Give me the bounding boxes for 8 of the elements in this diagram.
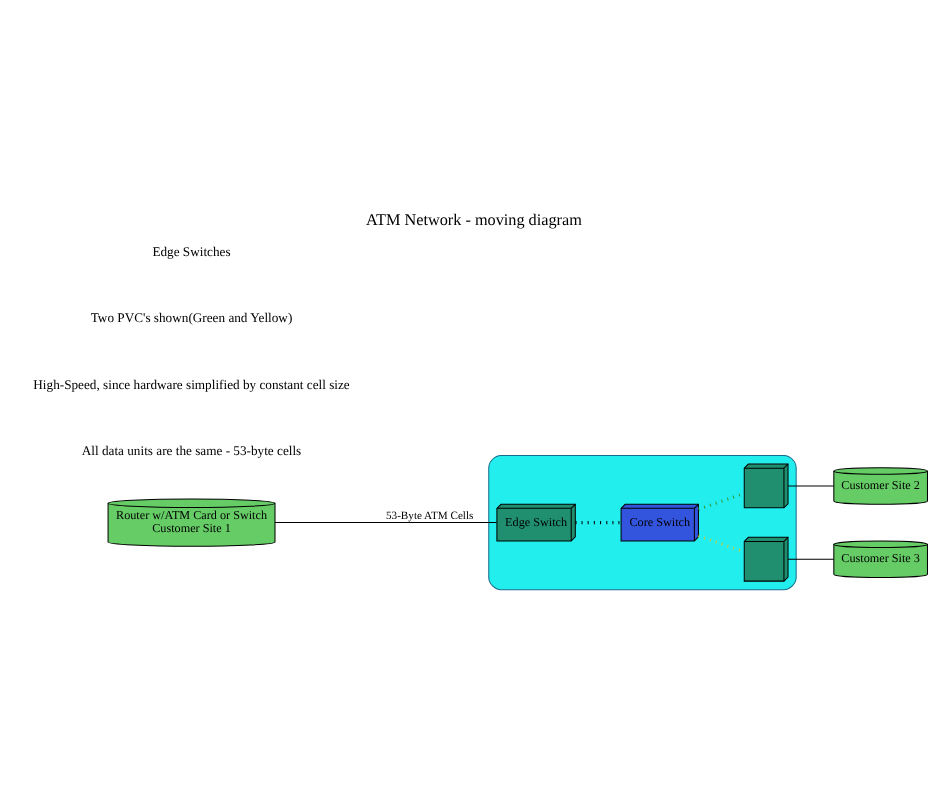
connector — [697, 490, 745, 510]
connector — [575, 520, 621, 524]
diagram-title: ATM Network - moving diagram — [366, 210, 582, 229]
cluster — [488, 453, 797, 590]
connector — [274, 521, 498, 523]
connector — [697, 533, 745, 553]
connector — [787, 484, 835, 486]
connector — [787, 557, 835, 559]
